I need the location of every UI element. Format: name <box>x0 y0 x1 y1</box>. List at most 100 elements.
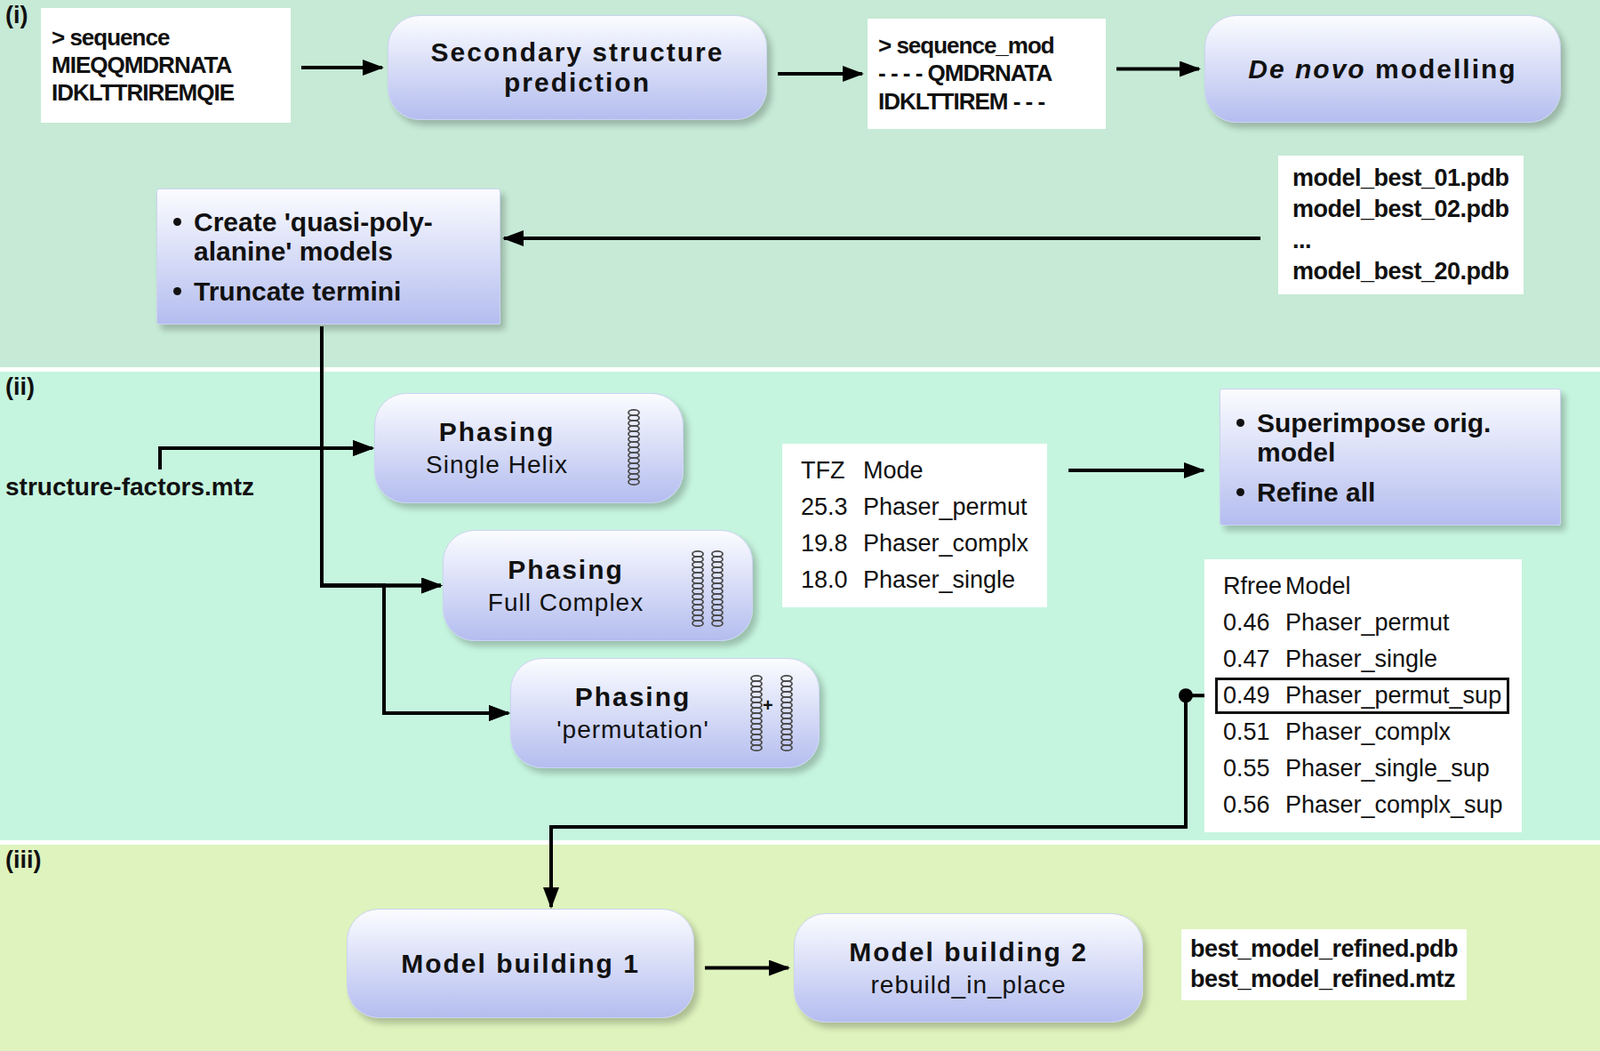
helix-turn <box>712 551 723 557</box>
helix-turn <box>628 452 640 458</box>
flow-arrow <box>777 72 863 76</box>
node-text: Phasing <box>439 416 556 448</box>
bullet-dot <box>1236 488 1245 496</box>
helix-turn <box>751 675 762 681</box>
helix-turn <box>781 707 792 713</box>
node-text: Model building 1 <box>400 948 640 979</box>
node-text: model_best_02.pdb <box>1292 193 1510 225</box>
flow-arrow <box>160 448 441 586</box>
process-box: PhasingFull Complex <box>442 529 753 641</box>
italic-part: De novo <box>1248 54 1366 84</box>
table-cell: 0.47 <box>1223 644 1286 674</box>
flow-arrow <box>1116 67 1200 72</box>
table-cell: 0.55 <box>1223 753 1286 784</box>
helix-turn <box>781 734 792 740</box>
symbol-label: + <box>762 695 774 716</box>
bullet-dot <box>173 217 182 226</box>
table-cell: TFZ <box>800 456 864 486</box>
table-cell: Model <box>1285 571 1352 601</box>
file-list: model_best_01.pdbmodel_best_02.pdb...mod… <box>1278 155 1524 295</box>
helix-turn <box>712 572 723 578</box>
helix-turn <box>781 739 792 745</box>
sequence-box: > sequenceMIEQQMDRNATA IDKLTTRIREMQIE <box>40 8 291 123</box>
table-row: 0.47Phaser_single <box>1215 640 1446 678</box>
helix-turn <box>692 567 704 573</box>
table-cell: Phaser_single_sup <box>1285 753 1490 784</box>
helix-turn <box>751 712 762 719</box>
stage-band: (ii) structure-factors.mtz PhasingSingle H… <box>0 371 1600 840</box>
table-cell: 25.3 <box>800 492 864 522</box>
table-cell: 0.46 <box>1223 608 1286 638</box>
node-text: best_model_refined.mtz <box>1190 964 1456 995</box>
bullet-dot <box>1236 418 1245 427</box>
table-cell: Mode <box>863 456 924 486</box>
helix-turn <box>628 473 640 480</box>
helix-turn <box>712 577 723 584</box>
node-text: Phasing <box>507 554 624 585</box>
helix-turn <box>781 728 792 735</box>
input-file: structure-factors.mtz <box>5 472 255 502</box>
helix-turn <box>751 696 762 703</box>
helix-turn <box>628 479 640 485</box>
bullet-item: Create 'quasi-poly-alanine' models <box>173 207 484 266</box>
node-text: Secondary structure prediction <box>406 37 749 98</box>
table-cell: 0.56 <box>1223 790 1286 820</box>
helix-turn <box>692 599 704 605</box>
node-text: > sequence_mod <box>878 32 1055 60</box>
helix-turn <box>751 744 762 751</box>
bullet-dot <box>173 287 182 296</box>
table-row: 19.8Phaser_complx <box>792 525 1037 562</box>
node-text: (iii) <box>5 846 1595 874</box>
table-cell: Phaser_permut <box>863 492 1028 522</box>
node-text: MIEQQMDRNATA IDKLTTRIREMQIE <box>51 51 280 107</box>
helix-turn <box>751 718 762 724</box>
node-text: 'permutation' <box>556 715 710 744</box>
node-text: Full Complex <box>488 588 644 617</box>
flow-arrow <box>160 448 373 470</box>
sequence-box: > sequence_mod- - - - QMDRNATA IDKLTTIRE… <box>867 18 1106 129</box>
helix-turn <box>692 604 704 610</box>
bullet-item: Truncate termini <box>173 276 484 306</box>
table-row: 0.55Phaser_single_sup <box>1215 750 1498 787</box>
helix-turn <box>692 577 704 584</box>
bullet-text: Truncate termini <box>193 276 401 306</box>
helix-turn <box>781 723 792 729</box>
bullet-text: Create 'quasi-poly-alanine' models <box>193 207 484 266</box>
helix-turn <box>692 588 704 594</box>
helix-turn <box>712 588 723 594</box>
score-table: RfreeModel0.46Phaser_permut0.47Phaser_si… <box>1204 559 1522 832</box>
helix-turn <box>692 583 704 589</box>
helix-turn <box>781 718 792 724</box>
helix-turn <box>628 415 640 421</box>
node-text: structure-factors.mtz <box>5 472 255 502</box>
helix-turn <box>628 431 640 437</box>
helix-turn <box>628 409 640 416</box>
table-cell: 0.51 <box>1223 717 1286 747</box>
helix-turn <box>781 686 792 692</box>
table-row: 0.51Phaser_complx <box>1215 713 1459 751</box>
node-text: (i) <box>5 1 1595 30</box>
node-text: Phasing <box>575 681 692 712</box>
helix-turn <box>692 593 704 600</box>
helix-turn <box>712 583 723 589</box>
node-text: (ii) <box>5 373 1595 401</box>
helix-turn <box>712 567 723 573</box>
table-row: TFZMode <box>792 452 932 489</box>
helix-turn <box>712 615 723 621</box>
table-cell: Rfree <box>1223 571 1286 601</box>
helix-turn <box>692 609 704 616</box>
process-box: Model building 1 <box>346 908 695 1018</box>
helix-turn <box>751 707 762 713</box>
table-row: RfreeModel <box>1215 568 1360 605</box>
helix-turn <box>692 556 704 562</box>
table-cell: Phaser_single <box>863 565 1016 595</box>
stage-band: (iii)Model building 1Model building 2reb… <box>0 844 1600 1051</box>
bullet-text: Superimpose orig. model <box>1256 408 1544 467</box>
helix-turn <box>692 620 704 626</box>
helix-turn <box>628 420 640 426</box>
process-box: PhasingSingle Helix <box>374 392 684 504</box>
helix-turn <box>692 561 704 568</box>
table-row: 18.0Phaser_single <box>792 561 1024 599</box>
